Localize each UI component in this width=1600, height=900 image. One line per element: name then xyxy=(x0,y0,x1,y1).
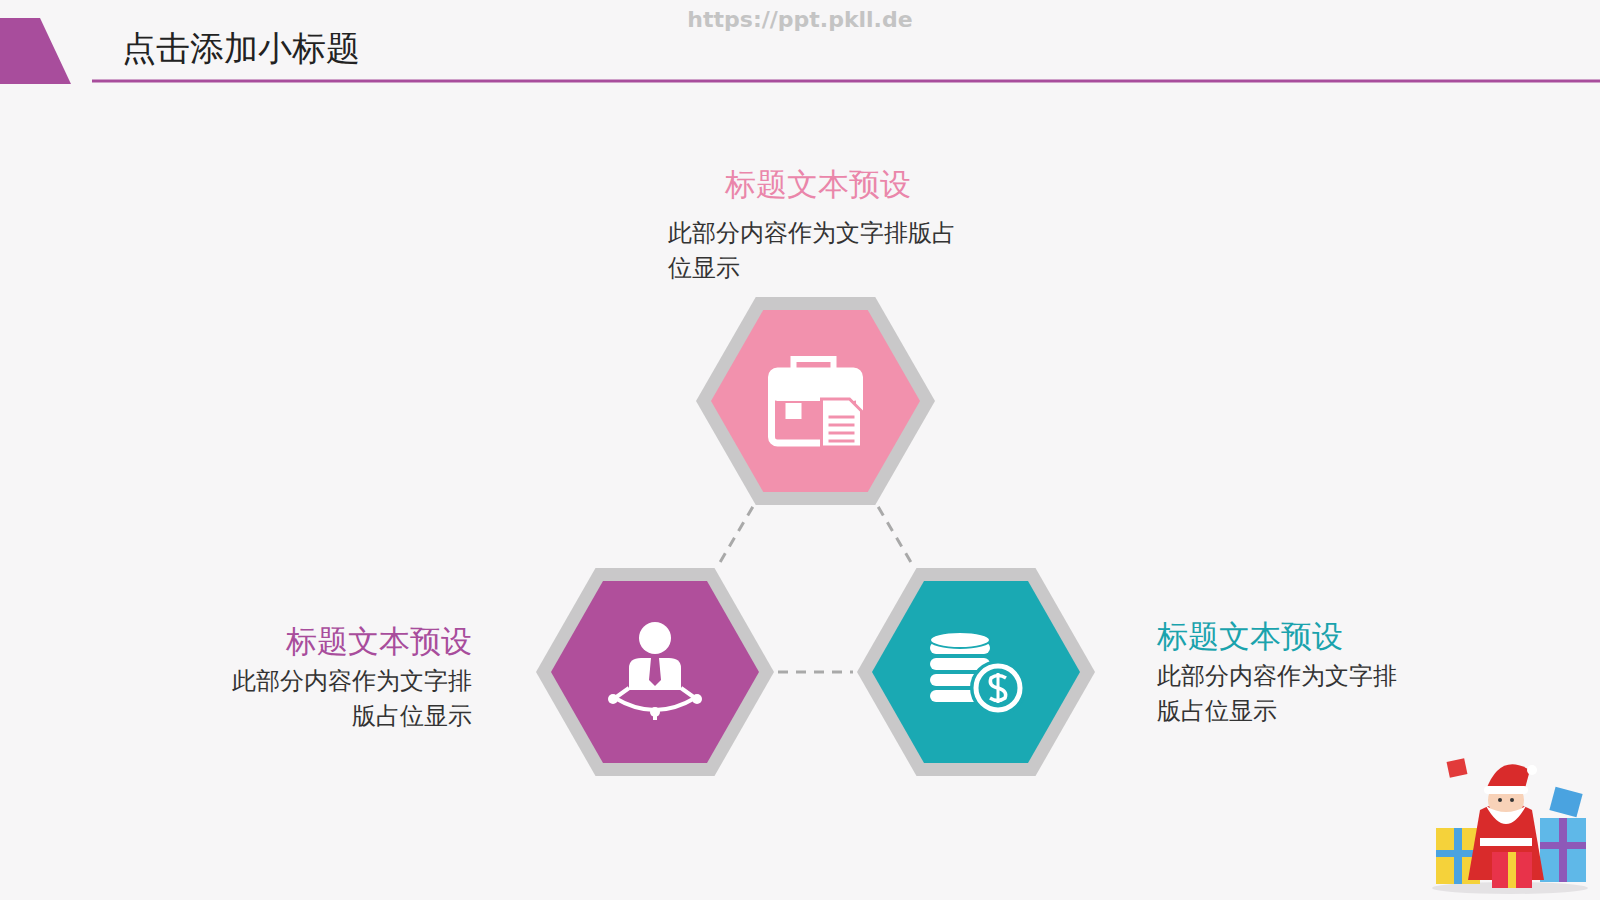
hexagon-node: 标题文本预设此部分内容作为文字排版占位显示 xyxy=(696,297,935,505)
dashed-connector xyxy=(718,507,753,566)
node-body: 此部分内容作为文字排版占位显示 xyxy=(668,216,968,286)
watermark: https://ppt.pkll.de xyxy=(0,6,1600,34)
text-group: 标题文本预设此部分内容作为文字排版占位显示 xyxy=(232,623,472,734)
hexagon-shape xyxy=(857,568,1095,776)
node-body: 此部分内容作为文字排版占位显示 xyxy=(1157,659,1417,729)
icon xyxy=(930,632,1026,716)
text-group: 标题文本预设此部分内容作为文字排版占位显示 xyxy=(668,166,968,286)
hexagon-node: 标题文本预设此部分内容作为文字排版占位显示 xyxy=(857,568,1095,776)
node-heading: 标题文本预设 xyxy=(668,166,968,202)
dashed-connector xyxy=(778,671,853,674)
node-heading: 标题文本预设 xyxy=(1157,618,1417,654)
icon xyxy=(608,622,702,720)
text-group: 标题文本预设此部分内容作为文字排版占位显示 xyxy=(1157,618,1417,729)
title-tab xyxy=(0,18,71,84)
hexagon-shape xyxy=(536,568,774,776)
title-rule xyxy=(92,80,1600,83)
node-body: 此部分内容作为文字排版占位显示 xyxy=(232,664,472,734)
hexagon-shape xyxy=(696,297,935,505)
icon xyxy=(772,359,862,447)
slide-title: 点击添加小标题 xyxy=(122,26,360,70)
node-heading: 标题文本预设 xyxy=(232,623,472,659)
santa-illustration xyxy=(1432,758,1588,894)
dashed-connector xyxy=(878,507,913,566)
hexagon-node: 标题文本预设此部分内容作为文字排版占位显示 xyxy=(536,568,774,776)
